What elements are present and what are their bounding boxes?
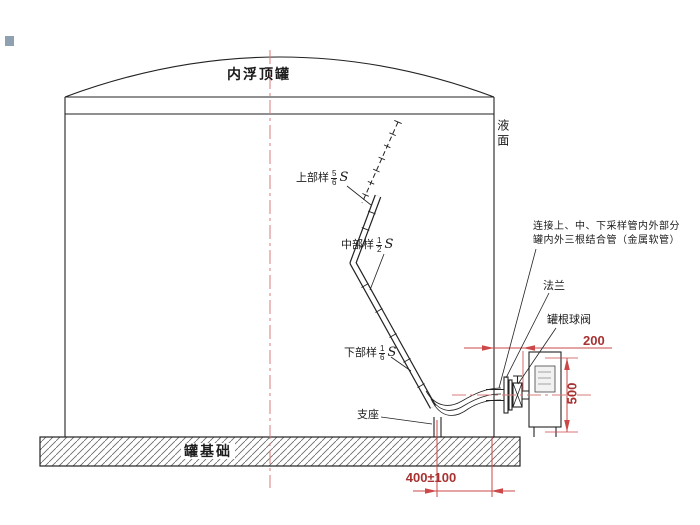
dimension-400 xyxy=(413,420,515,497)
tank-foundation xyxy=(39,436,521,467)
hose-note-line1: 连接上、中、下采样管内外部分 xyxy=(533,221,680,232)
metal-hoses xyxy=(425,387,502,416)
corner-mark xyxy=(5,36,14,46)
lower-sample-suffix: S xyxy=(387,345,397,361)
support-label: 支座 xyxy=(357,409,379,421)
hose-note-line2: 罐内外三根结合管（金属软管） xyxy=(533,235,680,246)
sampling-box xyxy=(528,351,562,437)
valve-label: 罐根球阀 xyxy=(547,314,591,326)
liquid-level-label: 液面 xyxy=(495,119,510,149)
middle-sample-suffix: S xyxy=(384,237,394,253)
tank-outline xyxy=(64,56,495,438)
upper-sample-text: 上部样 xyxy=(296,172,329,185)
flange-label: 法兰 xyxy=(543,280,565,292)
upper-flexible-hose xyxy=(361,119,402,204)
lower-sample-label: 下部样 1 6 S xyxy=(344,345,396,362)
tank-title: 内浮顶罐 xyxy=(227,66,291,82)
middle-sample-label: 中部样 1 2 S xyxy=(341,237,393,254)
upper-sample-suffix: S xyxy=(339,170,349,186)
lower-sample-fraction: 1 6 xyxy=(379,344,386,362)
pipe-support xyxy=(433,417,442,437)
dimension-500-text: 500 xyxy=(564,382,580,405)
middle-sample-text: 中部样 xyxy=(341,239,374,252)
upper-sample-fraction: 5 6 xyxy=(331,169,338,187)
dimension-400-text: 400±100 xyxy=(405,470,457,485)
dimension-200 xyxy=(464,345,612,391)
upper-sample-label: 上部样 5 6 S xyxy=(296,170,348,187)
middle-sample-fraction: 1 2 xyxy=(376,236,383,254)
leader-lines xyxy=(346,185,557,425)
sampling-tube xyxy=(349,194,437,409)
lower-sample-text: 下部样 xyxy=(344,347,377,360)
dimension-500 xyxy=(545,357,578,433)
dimension-200-text: 200 xyxy=(583,333,605,348)
box-nameplate xyxy=(534,365,556,393)
foundation-label: 罐基础 xyxy=(181,443,235,460)
